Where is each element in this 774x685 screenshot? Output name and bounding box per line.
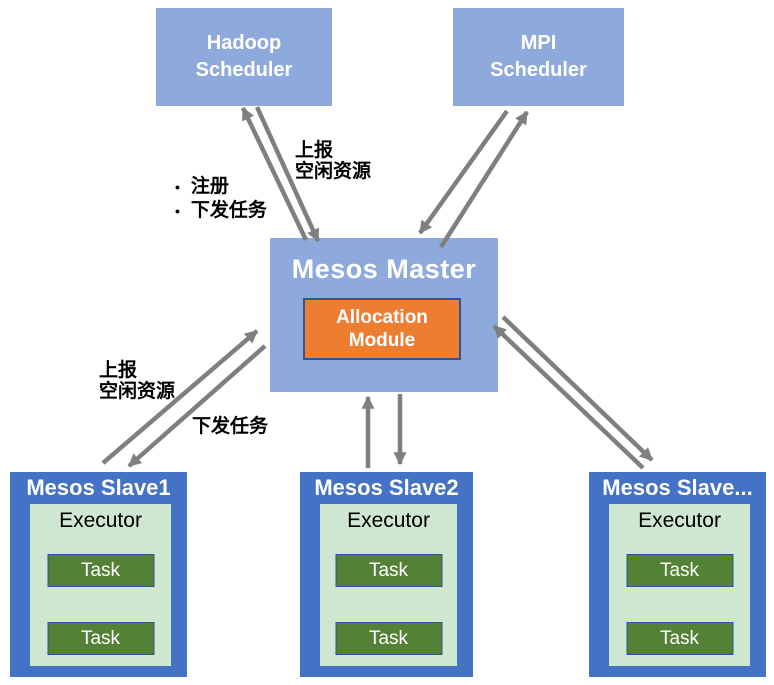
slave2-task1-box: Task xyxy=(335,554,442,587)
hadoop-scheduler-label-line2: Scheduler xyxy=(195,59,293,81)
allocation-module-label-line2: Module xyxy=(348,330,416,351)
slave3-executor-label: Executor xyxy=(638,509,721,532)
mesos-master-title: Mesos Master xyxy=(291,254,477,284)
list-item: • 下发任务 xyxy=(175,199,267,223)
mesos-master-node: Mesos Master Allocation Module xyxy=(270,238,498,392)
arrow-master-to-mpi xyxy=(439,110,529,249)
allocation-module-label-line1: Allocation xyxy=(336,307,428,328)
label-report-idle-resources-left: 上报 空闲资源 xyxy=(99,360,175,402)
slave1-task2-box: Task xyxy=(47,622,154,655)
mpi-scheduler-label-line1: MPI xyxy=(520,32,557,54)
slave1-executor-box: Executor Task Task xyxy=(30,504,171,666)
arrow-master-to-slave3 xyxy=(501,315,654,462)
label-report-left-line1: 上报 xyxy=(99,360,138,381)
label-report-left-line2: 空闲资源 xyxy=(99,381,176,402)
mesos-slave1-title: Mesos Slave1 xyxy=(26,475,171,500)
slave2-executor-box: Executor Task Task xyxy=(320,504,457,666)
label-dispatch-tasks: 下发任务 xyxy=(190,200,267,221)
label-report-idle-resources-top: 上报 空闲资源 xyxy=(295,140,371,182)
slave3-task2-box: Task xyxy=(626,622,733,655)
slave3-task1-box: Task xyxy=(626,554,733,587)
mpi-scheduler-node: MPI Scheduler xyxy=(453,8,624,106)
mesos-slave1-node: Mesos Slave1 Executor Task Task xyxy=(10,472,187,677)
slave2-task2-box: Task xyxy=(335,622,442,655)
hadoop-scheduler-node: Hadoop Scheduler xyxy=(156,8,332,106)
slave3-executor-box: Executor Task Task xyxy=(609,504,750,666)
arrow-mpi-to-master xyxy=(418,109,509,235)
label-register-dispatch-list: • 注册 • 下发任务 xyxy=(175,175,267,223)
mpi-scheduler-label-line2: Scheduler xyxy=(490,59,587,81)
allocation-module-node: Allocation Module xyxy=(303,298,461,360)
mesos-slave2-title: Mesos Slave2 xyxy=(314,475,459,500)
mesos-slave3-node: Mesos Slave... Executor Task Task xyxy=(589,472,766,677)
label-register: 注册 xyxy=(190,176,229,197)
label-report-top-line1: 上报 xyxy=(295,140,334,161)
bullet-icon: • xyxy=(175,179,180,195)
mesos-slave2-node: Mesos Slave2 Executor Task Task xyxy=(300,472,473,677)
arrow-slave3-to-master xyxy=(492,324,645,470)
mesos-slave3-title: Mesos Slave... xyxy=(602,475,753,500)
slave1-executor-label: Executor xyxy=(59,509,142,532)
label-report-top-line2: 空闲资源 xyxy=(295,161,372,182)
slave1-task1-box: Task xyxy=(47,554,154,587)
bullet-icon: • xyxy=(175,203,180,219)
slave2-executor-label: Executor xyxy=(347,509,430,532)
label-dispatch-tasks-left: 下发任务 xyxy=(192,416,269,437)
hadoop-scheduler-label-line1: Hadoop xyxy=(206,32,282,54)
list-item: • 注册 xyxy=(175,175,267,199)
